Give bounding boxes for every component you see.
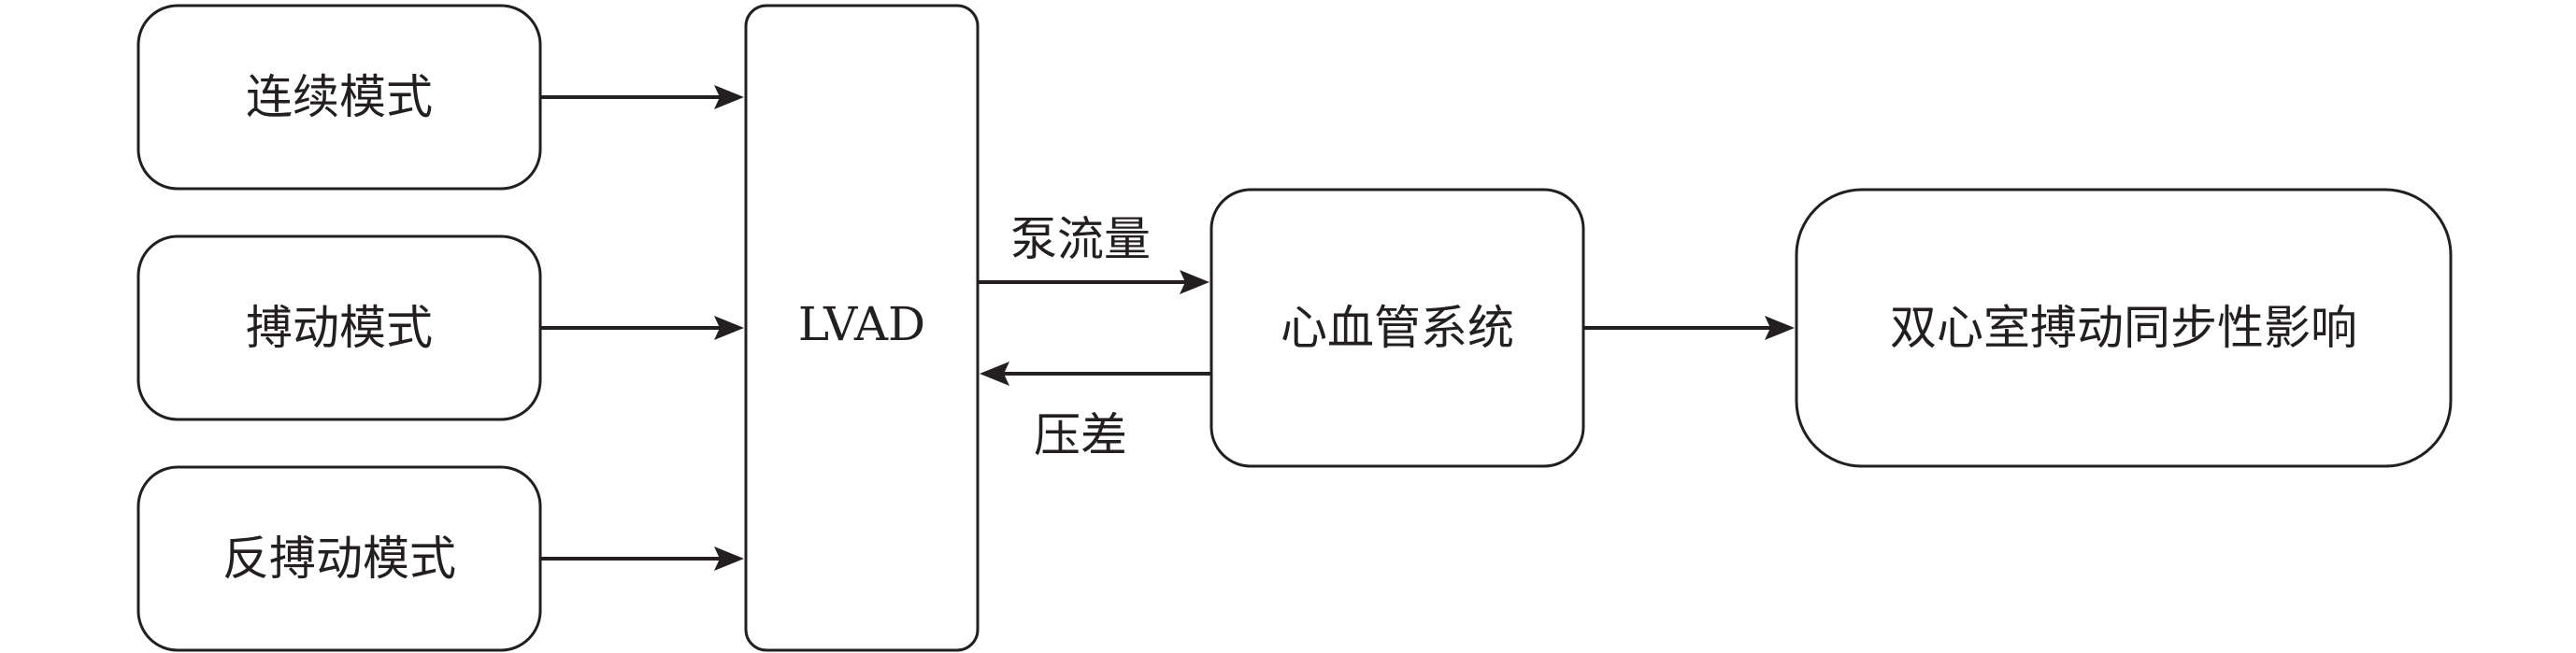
arrowhead-icon (714, 85, 744, 109)
edge-counter-pulsatile-to-lvad (540, 547, 744, 571)
node-continuous-mode: 连续模式 (136, 4, 542, 191)
arrowhead-icon (1180, 270, 1209, 294)
edge-cardiovascular-to-biventricular (1583, 316, 1795, 340)
node-label-biventricular-sync: 双心室搏动同步性影响 (1890, 301, 2357, 355)
arrowhead-icon (714, 316, 744, 340)
node-counter-pulsatile-mode: 反搏动模式 (136, 465, 542, 652)
arrowhead-icon (714, 547, 744, 571)
node-label-counter-pulsatile-mode: 反搏动模式 (222, 532, 456, 586)
edge-continuous-to-lvad (540, 85, 744, 109)
arrowhead-icon (980, 362, 1009, 386)
node-biventricular-sync: 双心室搏动同步性影响 (1795, 188, 2453, 468)
node-lvad: LVAD (744, 4, 980, 652)
node-cardiovascular-system: 心血管系统 (1209, 188, 1585, 468)
edge-lvad-to-cardiovascular: 泵流量 (978, 212, 1209, 294)
node-label-lvad: LVAD (798, 297, 925, 351)
node-label-pulsatile-mode: 搏动模式 (246, 301, 433, 355)
node-pulsatile-mode: 搏动模式 (136, 234, 542, 421)
arrowhead-icon (1765, 316, 1795, 340)
node-label-cardiovascular-system: 心血管系统 (1281, 301, 1514, 355)
edge-cardiovascular-to-lvad: 压差 (980, 362, 1211, 462)
edge-label-pressure-difference: 压差 (1034, 408, 1127, 462)
edge-label-pump-flow: 泵流量 (1010, 212, 1151, 266)
node-label-continuous-mode: 连续模式 (246, 70, 433, 124)
edge-pulsatile-to-lvad (540, 316, 744, 340)
